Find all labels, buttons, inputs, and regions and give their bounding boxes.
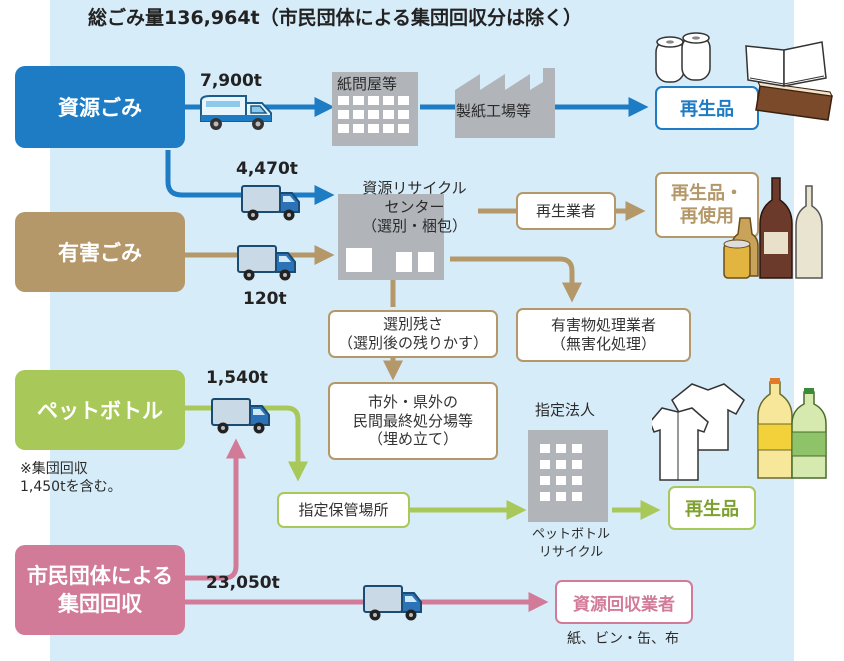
garbage-truck-icon <box>200 95 272 130</box>
dest-recycled-reuse: 再生品・ 再使用 <box>655 172 759 238</box>
arrow-pet-to-storage <box>185 405 308 482</box>
arrow-citizen-to-pet <box>185 438 246 581</box>
amount-resource-paper: 7,900t <box>200 71 262 91</box>
box-landfill: 市外・県外の 民間最終処分場等 （埋め立て） <box>328 382 498 460</box>
box-recycler: 再生業者 <box>516 192 616 230</box>
books-icon <box>745 41 833 121</box>
arrow-resource-to-center <box>165 150 335 205</box>
amount-hazardous: 120t <box>243 289 287 309</box>
amount-pet: 1,540t <box>206 368 268 388</box>
amount-resource-center: 4,470t <box>236 159 298 179</box>
label-pet-recycle: ペットボトル リサイクル <box>532 527 611 560</box>
category-hazardous-waste: 有害ごみ <box>15 212 185 292</box>
building-icon <box>338 194 444 280</box>
building-icon <box>332 72 418 146</box>
arrow-center-to-hazard-processor <box>450 256 582 303</box>
truck-icon <box>363 585 422 621</box>
page-title: 総ごみ量136,964t（市民団体による集団回収分は除く） <box>88 7 583 29</box>
paper-rolls-icon <box>655 32 711 83</box>
dest-recycled-paper: 再生品 <box>655 86 759 130</box>
note-pet-collection: ※集団回収 1,450tを含む。 <box>20 461 122 496</box>
bottles-icon <box>723 177 823 279</box>
building-icon <box>528 430 608 522</box>
box-hazard-processor: 有害物処理業者 （無害化処理） <box>516 308 691 362</box>
category-citizen-collection: 市民団体による 集団回収 <box>15 545 185 635</box>
pet-bottles-icon <box>757 378 827 479</box>
box-residue: 選別残さ （選別後の残りかす） <box>328 310 498 358</box>
note-collector-items: 紙、ビン・缶、布 <box>567 631 679 647</box>
truck-icon <box>237 245 296 281</box>
truck-icon <box>241 185 300 221</box>
dest-recycled-pet: 再生品 <box>668 486 756 530</box>
label-paper-wholesaler: 紙問屋等 <box>337 75 398 93</box>
truck-icon <box>211 398 270 434</box>
shirts-icon <box>652 383 745 481</box>
label-recycle-center: 資源リサイクル センター （選別・梱包） <box>362 179 468 235</box>
category-resource-waste: 資源ごみ <box>15 66 185 148</box>
label-paper-mill: 製紙工場等 <box>456 102 532 120</box>
box-storage: 指定保管場所 <box>277 492 410 528</box>
factory-icon <box>455 68 555 138</box>
dest-collector: 資源回収業者 <box>555 580 693 624</box>
amount-citizen: 23,050t <box>206 573 280 593</box>
category-pet-bottles: ペットボトル <box>15 370 185 450</box>
label-designated-corp: 指定法人 <box>535 401 596 419</box>
